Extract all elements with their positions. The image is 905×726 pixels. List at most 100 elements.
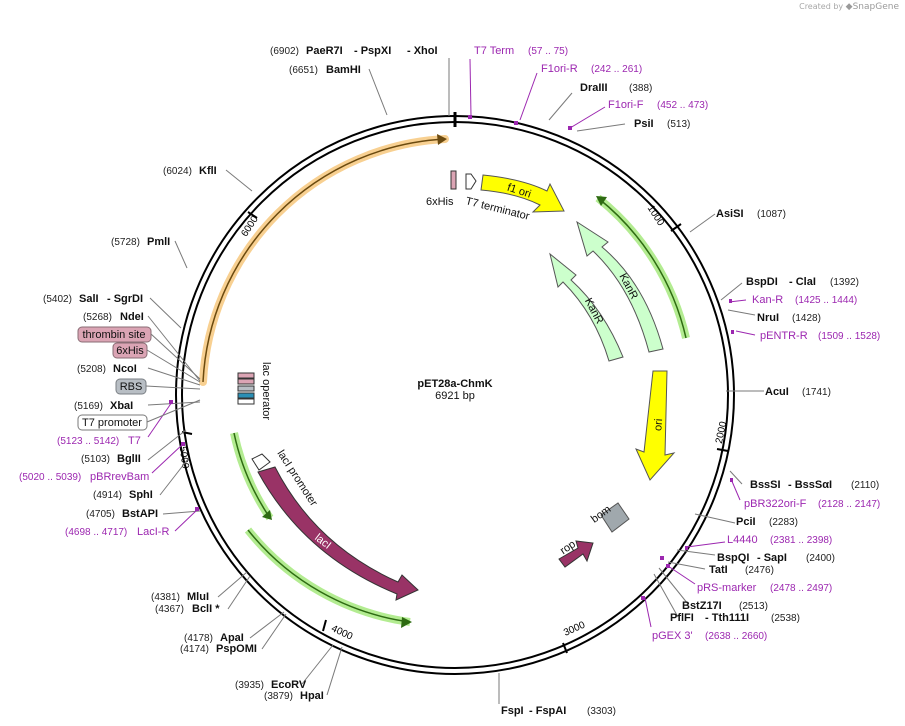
- feature-ori[interactable]: ori: [635, 370, 676, 481]
- svg-text:(2128 .. 2147): (2128 .. 2147): [818, 499, 880, 510]
- svg-text:BamHI: BamHI: [326, 64, 361, 76]
- svg-text:BstZ17I: BstZ17I: [682, 600, 722, 612]
- svg-text:pGEX 3': pGEX 3': [652, 630, 693, 642]
- feature-6xhis-label: 6xHis: [426, 196, 454, 208]
- site-bspqi[interactable]: BspQI - SapI (2400): [717, 552, 835, 564]
- primer-laci-r[interactable]: (4698 .. 4717) LacI-R: [65, 526, 169, 538]
- site-nrui[interactable]: NruI (1428): [757, 312, 821, 324]
- orf-arc: [202, 138, 446, 383]
- svg-text:F1ori-F: F1ori-F: [608, 99, 644, 111]
- site-ecorv[interactable]: (3935) EcoRV: [235, 679, 307, 691]
- feature-6xhis[interactable]: 6xHis: [426, 170, 457, 208]
- svg-text:2000: 2000: [714, 420, 729, 444]
- orf-highlight-arc: [199, 135, 449, 386]
- site-pmli[interactable]: (5728) PmlI: [111, 236, 170, 248]
- feature-bom[interactable]: bom: [589, 502, 630, 533]
- feature-ori-label: ori: [652, 418, 665, 431]
- svg-text:AcuI: AcuI: [765, 386, 789, 398]
- svg-text:(2283): (2283): [769, 517, 798, 528]
- svg-text:(2110): (2110): [851, 480, 879, 491]
- svg-text:- Tth111I: - Tth111I: [705, 612, 749, 624]
- feature-lac-operator[interactable]: lac operator: [237, 362, 272, 420]
- boxed-thrombin-site[interactable]: thrombin site: [77, 326, 152, 343]
- svg-text:NruI: NruI: [757, 312, 779, 324]
- site-hpai[interactable]: (3879) HpaI: [264, 690, 324, 702]
- svg-text:- BssSαI: - BssSαI: [788, 479, 832, 491]
- primer-prs-marker[interactable]: pRS-marker (2478 .. 2497): [697, 582, 832, 594]
- feature-rop[interactable]: rop: [558, 538, 594, 568]
- svg-text:(6024): (6024): [163, 166, 192, 177]
- svg-text:DraIII: DraIII: [580, 82, 608, 94]
- site-bglii[interactable]: (5103) BglII: [81, 453, 141, 465]
- svg-text:XbaI: XbaI: [110, 400, 133, 412]
- svg-text:(5020 .. 5039): (5020 .. 5039): [19, 472, 81, 483]
- svg-text:(5103): (5103): [81, 454, 110, 465]
- svg-text:- XhoI: - XhoI: [407, 45, 438, 57]
- svg-text:L4440: L4440: [727, 534, 758, 546]
- site-sali[interactable]: (5402) SalI - SgrDI: [43, 293, 143, 305]
- primer-t7-term[interactable]: T7 Term (57 .. 75): [474, 45, 568, 57]
- svg-text:SalI: SalI: [79, 293, 99, 305]
- site-kfli[interactable]: (6024) KflI: [163, 165, 217, 177]
- svg-text:PciI: PciI: [736, 516, 756, 528]
- svg-text:(2400): (2400): [806, 553, 835, 564]
- svg-text:(4381): (4381): [151, 592, 180, 603]
- primer-pgex-3[interactable]: pGEX 3' (2638 .. 2660): [652, 630, 767, 642]
- svg-text:TatI: TatI: [709, 564, 728, 576]
- primer-kan-r[interactable]: Kan-R (1425 .. 1444): [752, 294, 857, 306]
- site-pcii[interactable]: PciI (2283): [736, 516, 798, 528]
- svg-text:5000: 5000: [177, 446, 191, 470]
- primer-f1ori-r[interactable]: F1ori-R (242 .. 261): [541, 63, 642, 75]
- feature-kanr-inner-label: KanR: [582, 296, 606, 326]
- site-paer7i[interactable]: (6902) PaeR7I - PspXI - XhoI: [270, 45, 438, 57]
- site-mlui[interactable]: (4381) MluI: [151, 591, 209, 603]
- svg-text:(1087): (1087): [757, 209, 786, 220]
- orf-arc-arrowhead: [437, 134, 447, 145]
- site-pflfi[interactable]: PflFI - Tth111I (2538): [670, 612, 800, 624]
- primer-pbrrevbam[interactable]: (5020 .. 5039) pBRrevBam: [19, 471, 149, 483]
- boxed-t7-promoter[interactable]: T7 promoter: [77, 414, 148, 431]
- site-bsssi[interactable]: BssSI - BssSαI (2110): [750, 479, 879, 491]
- site-bspdi[interactable]: BspDI - ClaI (1392): [746, 276, 859, 288]
- site-bamhi[interactable]: (6651) BamHI: [289, 64, 361, 76]
- feature-laci[interactable]: lacI: [257, 466, 419, 601]
- svg-text:(6651): (6651): [289, 65, 318, 76]
- site-xbai[interactable]: (5169) XbaI: [74, 400, 133, 412]
- svg-text:(5728): (5728): [111, 237, 140, 248]
- site-bcli[interactable]: (4367) BclI *: [155, 603, 220, 615]
- primer-f1ori-f[interactable]: F1ori-F (452 .. 473): [608, 99, 708, 111]
- svg-text:(3303): (3303): [587, 706, 616, 717]
- primer-t7[interactable]: (5123 .. 5142) T7: [57, 435, 141, 447]
- site-pspomi[interactable]: (4174) PspOMI: [180, 643, 257, 655]
- site-psii[interactable]: PsiI (513): [634, 118, 690, 130]
- site-sphi[interactable]: (4914) SphI: [93, 489, 153, 501]
- site-apai[interactable]: (4178) ApaI: [184, 632, 244, 644]
- svg-text:BglII: BglII: [117, 453, 141, 465]
- credit-prefix: Created by: [799, 2, 844, 11]
- laci-arc-arrowhead: [401, 617, 412, 628]
- site-tati[interactable]: TatI (2476): [709, 564, 774, 576]
- primer-pbr322ori-f[interactable]: pBR322ori-F (2128 .. 2147): [744, 498, 880, 510]
- site-acui[interactable]: AcuI (1741): [765, 386, 831, 398]
- site-bstz17i[interactable]: BstZ17I (2513): [682, 600, 768, 612]
- site-asisi[interactable]: AsiSI (1087): [716, 208, 786, 220]
- svg-text:T7: T7: [128, 435, 141, 447]
- primer-l4440[interactable]: L4440 (2381 .. 2398): [727, 534, 832, 546]
- boxed-6xhis[interactable]: 6xHis: [112, 342, 148, 359]
- svg-text:(2476): (2476): [745, 565, 774, 576]
- feature-kanr-outer[interactable]: KanR: [576, 220, 664, 353]
- svg-text:MluI: MluI: [187, 591, 209, 603]
- svg-text:(4914): (4914): [93, 490, 122, 501]
- svg-text:PsiI: PsiI: [634, 118, 654, 130]
- site-ndei[interactable]: (5268) NdeI: [83, 311, 144, 323]
- svg-text:(2478 .. 2497): (2478 .. 2497): [770, 583, 832, 594]
- site-draiii[interactable]: DraIII (388): [580, 82, 652, 94]
- snapgene-logo-icon: ◆: [845, 2, 853, 12]
- kanr-arc-arrowhead: [596, 196, 607, 206]
- site-fspi[interactable]: FspI - FspAI (3303): [501, 705, 616, 717]
- site-bstapi[interactable]: (4705) BstAPI: [86, 508, 158, 520]
- site-ncoi[interactable]: (5208) NcoI: [77, 363, 137, 375]
- laci-arc: [247, 529, 411, 623]
- boxed-rbs[interactable]: RBS: [115, 378, 147, 395]
- primer-pentr-r[interactable]: pENTR-R (1509 .. 1528): [760, 330, 880, 342]
